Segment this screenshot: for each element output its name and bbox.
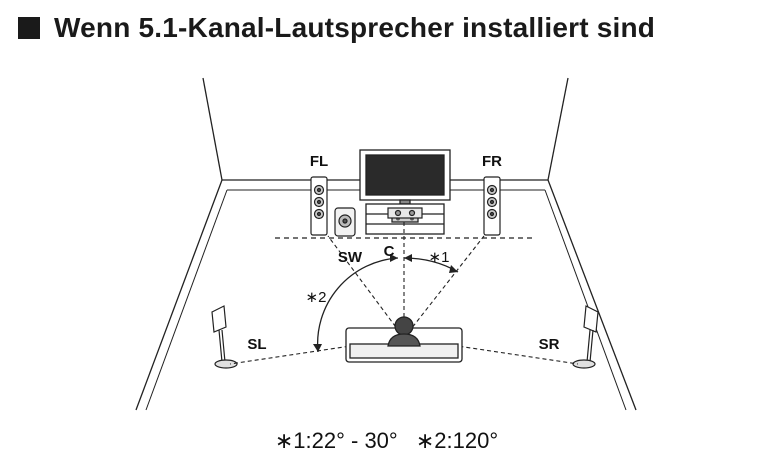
line-to-front-left (327, 235, 405, 339)
room-right-wall-edge (547, 77, 569, 181)
subwoofer-icon (334, 207, 356, 237)
center-speaker-icon (387, 207, 423, 219)
title-bullet-square (18, 17, 40, 39)
angle-arcs (313, 254, 459, 353)
room-right-floor-edge (547, 179, 637, 411)
angle-label-2: ∗2 (306, 289, 327, 306)
right-baseboard (544, 189, 627, 411)
sofa-with-listener-icon (345, 316, 463, 363)
footnote-angle-1: ∗1:22° - 30° (274, 428, 398, 453)
label-fl: FL (310, 153, 328, 170)
surround-right-speaker-icon (572, 305, 599, 369)
room-left-wall-edge (202, 77, 223, 181)
surround-left-speaker-icon (211, 305, 238, 369)
front-left-speaker-icon (310, 176, 328, 236)
footnote-angle-2: ∗2:120° (415, 428, 499, 453)
label-sw: SW (338, 249, 363, 266)
label-c: C (384, 243, 395, 260)
line-to-front-right (403, 235, 485, 339)
angle-label-1: ∗1 (429, 249, 450, 266)
tv-icon (359, 149, 451, 235)
label-fr: FR (482, 153, 502, 170)
angle-arc-2 (316, 257, 399, 353)
angle-footnote: ∗1:22° - 30° ∗2:120° (0, 428, 773, 454)
page-title: Wenn 5.1-Kanal-Lautsprecher installiert … (18, 8, 655, 48)
label-sl: SL (247, 336, 266, 353)
room-left-floor-edge (135, 179, 223, 411)
left-baseboard (145, 189, 228, 411)
front-right-speaker-icon (483, 176, 501, 236)
label-sr: SR (539, 336, 560, 353)
page-title-text: Wenn 5.1-Kanal-Lautsprecher installiert … (54, 12, 656, 43)
